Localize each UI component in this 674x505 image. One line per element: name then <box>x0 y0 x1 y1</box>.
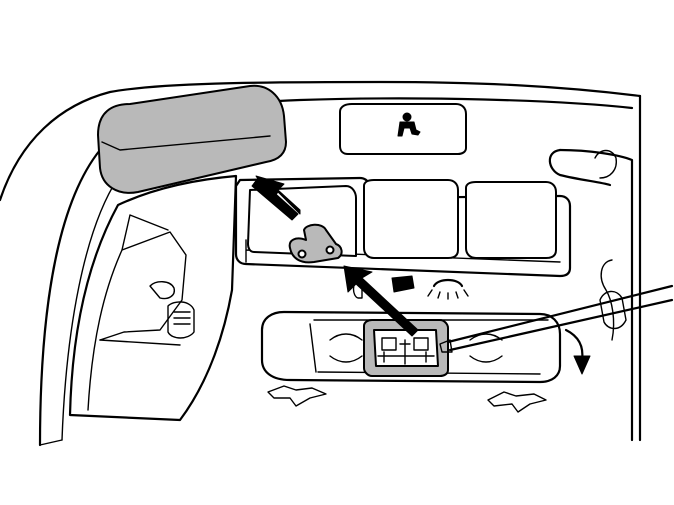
lamp-icon <box>427 278 469 300</box>
console-body <box>234 176 572 278</box>
person-sitting-icon <box>397 112 421 137</box>
switch-icons <box>352 275 469 300</box>
arrow-lower-housing <box>564 328 591 375</box>
screwdriver <box>439 284 674 353</box>
arrow-release-clip <box>343 265 419 337</box>
arrow-remove-cover <box>251 175 301 221</box>
headliner-outline <box>0 80 642 447</box>
sunglass-holder-opening <box>68 174 238 422</box>
top-center-switch <box>339 103 467 155</box>
release-clip <box>288 223 343 264</box>
door-switch-icon <box>391 275 415 293</box>
removed-lens-cover <box>97 84 287 194</box>
